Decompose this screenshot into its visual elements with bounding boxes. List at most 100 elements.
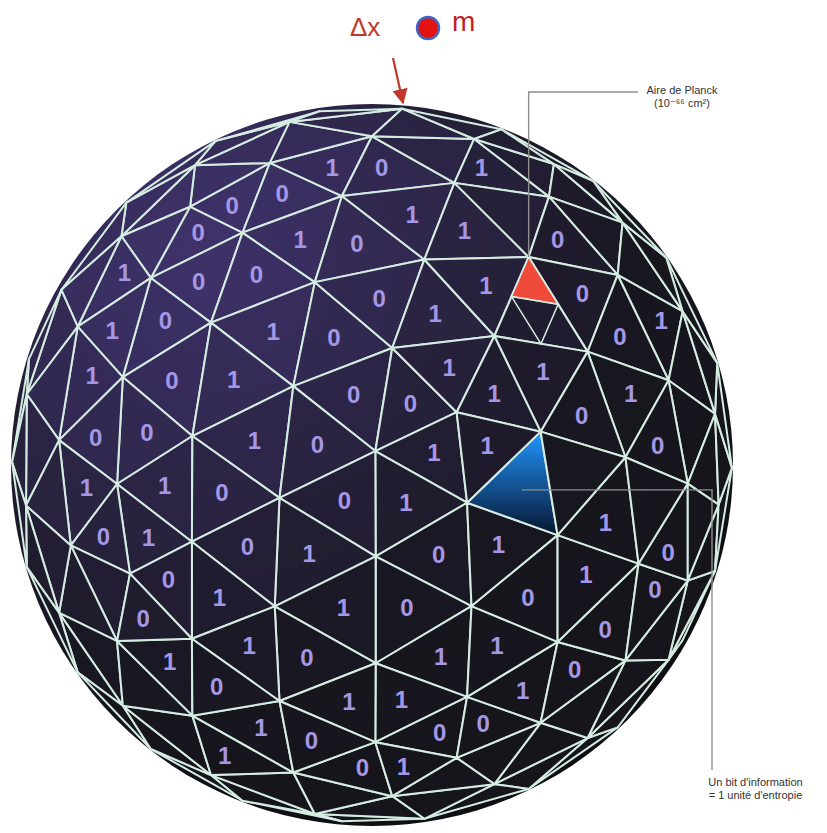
- sphere-cell: [593, 181, 666, 258]
- bit-digit: 1: [342, 690, 355, 714]
- sphere-cell: [59, 613, 123, 706]
- sphere-cell: [12, 462, 27, 567]
- bit-digit: 1: [516, 679, 529, 703]
- bit-digit: 1: [490, 634, 503, 658]
- bit-digit: 1: [80, 476, 93, 500]
- displacement-label: Δx: [350, 13, 380, 43]
- bit-digit: 0: [300, 646, 313, 670]
- bit-digit: 0: [477, 712, 490, 736]
- bit-digit: 1: [428, 302, 441, 326]
- bit-digit: 0: [276, 182, 289, 206]
- bit-digit: 0: [192, 270, 205, 294]
- bit-digit: 1: [405, 203, 418, 227]
- bit-digit: 0: [356, 756, 369, 780]
- bit-digit: 0: [250, 263, 263, 287]
- bit-digit: 0: [648, 578, 661, 602]
- bit-digit: 1: [85, 364, 98, 388]
- bit-digit: 1: [227, 368, 240, 392]
- bit-digit: 0: [375, 156, 388, 180]
- bit-digit: 1: [458, 219, 471, 243]
- sphere-ground: [11, 104, 733, 826]
- bit-digit: 1: [243, 634, 256, 658]
- leader-line: [529, 92, 638, 257]
- sphere-cell: [192, 639, 280, 716]
- bit-digit: 1: [479, 274, 492, 298]
- bit-digit: 0: [613, 325, 626, 349]
- bit-digit: 0: [89, 426, 102, 450]
- sphere-cell: [715, 363, 732, 468]
- bit-digit: 0: [521, 586, 534, 610]
- sphere-faces: [12, 109, 732, 822]
- sphere-cell: [117, 574, 192, 641]
- bit-digit: 1: [443, 356, 456, 380]
- bit-digit: 1: [213, 586, 226, 610]
- bit-digit: 0: [576, 282, 589, 306]
- bit-digit: 0: [568, 658, 581, 682]
- callout-label: Aire de Planck (10⁻⁶⁶ cm²): [642, 84, 722, 109]
- bit-digit: 0: [159, 309, 172, 333]
- bit-digit: 0: [241, 535, 254, 559]
- sphere-cell: [666, 258, 717, 363]
- bit-digit: 1: [294, 228, 307, 252]
- bit-digit: 1: [475, 156, 488, 180]
- sphere-cell: [59, 613, 123, 706]
- bit-digit: 0: [137, 607, 150, 631]
- bit-digit: 0: [372, 287, 385, 311]
- bit-digit: 0: [350, 232, 363, 256]
- bit-digit: 0: [215, 481, 228, 505]
- bit-digit: 1: [395, 688, 408, 712]
- mass-particle: [417, 17, 439, 39]
- bit-digit: 1: [579, 563, 592, 587]
- bit-digit: 0: [140, 421, 153, 445]
- bit-digit: 0: [575, 404, 588, 428]
- bit-digit: 1: [624, 382, 637, 406]
- bit-digit: 0: [338, 489, 351, 513]
- displacement-arrow: [393, 58, 403, 103]
- sphere-cell: [554, 164, 623, 223]
- bit-digit: 1: [399, 491, 412, 515]
- bit-digit: 0: [97, 525, 110, 549]
- sphere-cell: [290, 109, 402, 122]
- bit-digit: 1: [248, 429, 261, 453]
- bit-digit: 0: [327, 326, 340, 350]
- bit-digit: 0: [400, 596, 413, 620]
- bit-digit: 1: [492, 533, 505, 557]
- bit-digit: 0: [598, 618, 611, 642]
- bit-digit: 0: [311, 433, 324, 457]
- bit-digit: 1: [337, 596, 350, 620]
- bit-digit: 1: [118, 261, 131, 285]
- bit-digit: 1: [487, 382, 500, 406]
- leader-line: [522, 490, 712, 770]
- sphere-cell: [27, 567, 78, 672]
- sphere-cell: [688, 484, 719, 581]
- sphere-cell: [541, 432, 626, 535]
- bit-digit: 1: [536, 360, 549, 384]
- bit-digit: 0: [305, 729, 318, 753]
- bit-digit: 1: [599, 511, 612, 535]
- bit-digit: 0: [404, 392, 417, 416]
- mass-label: m: [452, 6, 475, 38]
- bit-digit: 0: [432, 543, 445, 567]
- bit-digit: 1: [266, 320, 279, 344]
- sphere-cell: [126, 141, 215, 203]
- bit-digit: 1: [302, 542, 315, 566]
- bit-digit: 1: [326, 156, 339, 180]
- bit-digit: 0: [165, 369, 178, 393]
- bit-digit: 1: [655, 309, 668, 333]
- bit-digit: 1: [105, 319, 118, 343]
- planck-subdivision: [512, 297, 559, 344]
- sphere-cell: [623, 223, 683, 312]
- bit-digit: 0: [162, 568, 175, 592]
- bit-digit: 1: [218, 744, 231, 768]
- bit-digit: 1: [434, 645, 447, 669]
- bit-digit: 1: [142, 526, 155, 550]
- bit-digit: 0: [661, 541, 674, 565]
- bit-digit: 0: [225, 194, 238, 218]
- bit-digit: 0: [651, 434, 664, 458]
- callout-label: Un bit d'information = 1 unité d'entropi…: [706, 776, 805, 801]
- bit-digit: 1: [427, 441, 440, 465]
- sphere-cell: [625, 457, 687, 563]
- bit-digit: 1: [254, 716, 267, 740]
